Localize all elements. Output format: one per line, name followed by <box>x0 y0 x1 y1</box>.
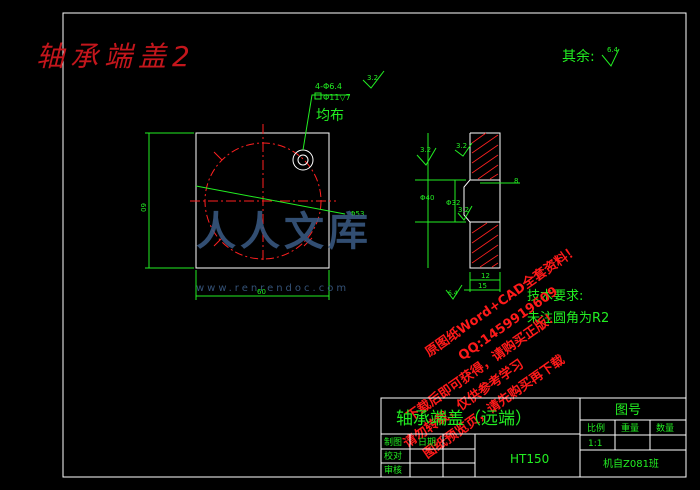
title-block <box>380 397 687 478</box>
roughness-symbol <box>454 142 473 157</box>
width-dim: 60 <box>257 288 266 296</box>
hole-mark <box>303 237 313 247</box>
roughness-symbol <box>445 284 463 300</box>
hole-leader <box>302 94 350 151</box>
watermark-site: www.renrendoc.com <box>196 283 349 294</box>
front-view: 4-Φ6.4 Φ11▽7 3.2 均布 Φ53 60 60 <box>139 70 385 300</box>
dim-d2: Φ32 <box>446 199 460 207</box>
hole-mark <box>213 237 223 247</box>
hole-callout: 4-Φ6.4 <box>315 82 342 91</box>
weight-label: 重量 <box>621 422 639 434</box>
tech-requirements-note: 未注圆角为R2 <box>527 311 609 326</box>
roughness-symbol <box>362 70 385 89</box>
hole-mark <box>213 151 223 161</box>
height-dim: 60 <box>139 203 147 212</box>
school: 机自Z081班 <box>603 457 659 470</box>
dim-thick2: 15 <box>478 282 487 290</box>
approved-label: 审核 <box>384 464 402 476</box>
uniform-label: 均布 <box>316 108 344 124</box>
counterbore-inner <box>297 154 309 166</box>
drawing-no-label: 图号 <box>615 403 641 418</box>
qty-label: 数量 <box>656 422 674 434</box>
counterbore-outer <box>292 149 314 171</box>
dim-thick1: 12 <box>481 272 490 280</box>
roughness-symbol <box>601 48 620 67</box>
tech-requirements-title: 技术要求: <box>527 289 583 304</box>
hole-tolerance: Φ11▽7 <box>323 93 351 102</box>
roughness-c: 3.2 <box>458 206 469 214</box>
pcd-dim: Φ53 <box>350 210 364 218</box>
roughness-b: 3.2 <box>456 142 467 150</box>
pcd-leader <box>195 185 346 215</box>
hole-roughness: 3.2 <box>367 74 378 82</box>
roughness-symbol <box>457 205 473 221</box>
hatching <box>471 132 499 268</box>
scale-label: 比例 <box>587 422 605 434</box>
side-view: Φ40 Φ32 8 12 15 3.2 3.2 3.2 6.4 <box>415 132 520 300</box>
roughness-symbol <box>416 147 437 166</box>
promo-line: 图纸预览页，请先购买再下载 <box>420 352 568 462</box>
material: HT150 <box>510 452 549 466</box>
border-frame <box>62 12 687 478</box>
counterbore-box <box>314 92 322 100</box>
surface-note-value: 6.4 <box>607 46 619 54</box>
dim-step: 8 <box>514 177 518 185</box>
roughness-a: 3.2 <box>420 146 431 154</box>
drawn-label: 制图 <box>384 436 402 448</box>
drawing-title: 轴承端盖2 <box>36 40 196 73</box>
date-label: 日期 <box>418 437 436 448</box>
scale-value: 1:1 <box>588 439 602 449</box>
checked-label: 校对 <box>384 450 402 462</box>
dim-d1: Φ40 <box>420 194 434 202</box>
watermark-logo: 人人文库 <box>196 209 372 255</box>
part-name: 轴承端盖（远端） <box>396 409 532 429</box>
surface-note: 其余: <box>562 48 595 65</box>
roughness-d: 6.4 <box>448 290 458 297</box>
